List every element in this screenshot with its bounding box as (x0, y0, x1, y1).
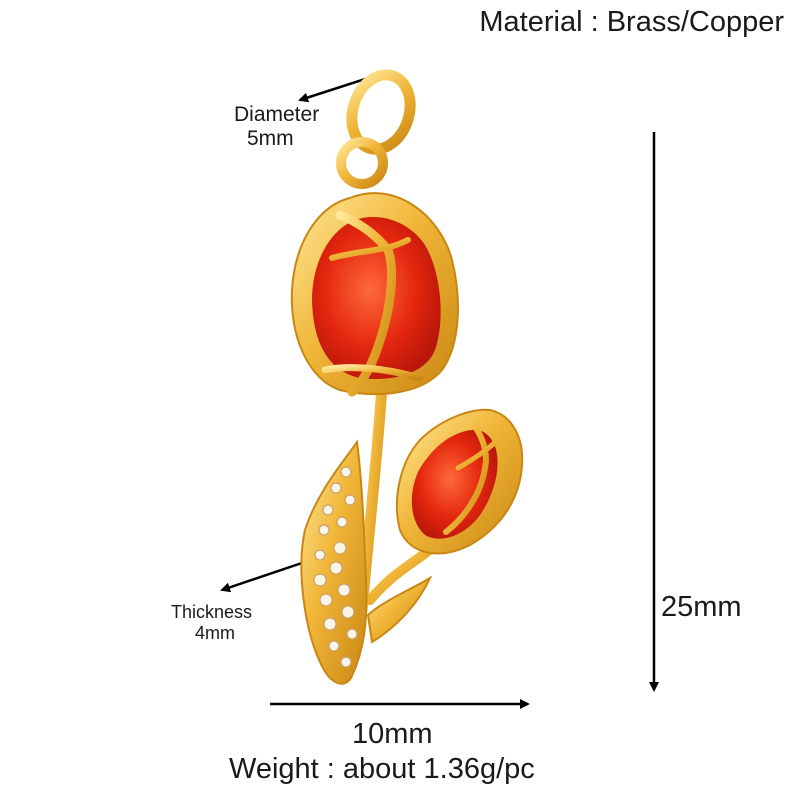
tulip-flower (290, 192, 459, 397)
bud-stem (365, 540, 440, 605)
width-dimension: 10mm (352, 718, 433, 750)
thickness-value: 4mm (195, 623, 235, 643)
tulip-bud (396, 408, 524, 555)
thickness-label: Thickness (171, 602, 253, 622)
diameter-label: Diameter (234, 103, 320, 126)
bail-loop (336, 137, 388, 189)
pave-stones (313, 466, 358, 668)
diameter-value: 5mm (247, 127, 294, 150)
weight-label: Weight : about 1.36g/pc (229, 753, 535, 785)
material-label: Material : Brass/Copper (479, 6, 784, 38)
height-dimension: 25mm (661, 591, 742, 623)
